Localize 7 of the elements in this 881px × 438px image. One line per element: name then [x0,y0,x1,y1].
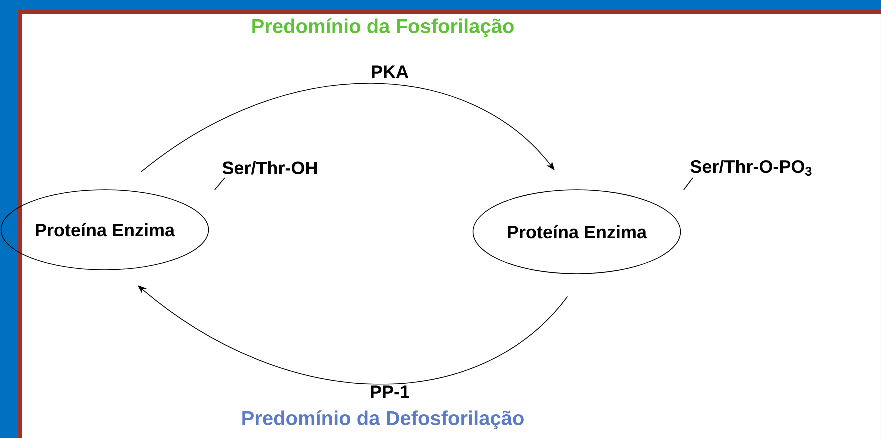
enzyme-label: PKA [372,66,409,78]
heading: Predomínio da Defosforilação [242,410,524,430]
arrow [140,83,555,173]
residue-label: Ser/Thr-O-PO$_{3}$ [690,160,812,176]
enzyme-label: PP-1 [371,386,410,398]
heading: Predomínio da Fosforilação [252,18,514,38]
residue-label: Ser/Thr-OH [222,161,318,175]
